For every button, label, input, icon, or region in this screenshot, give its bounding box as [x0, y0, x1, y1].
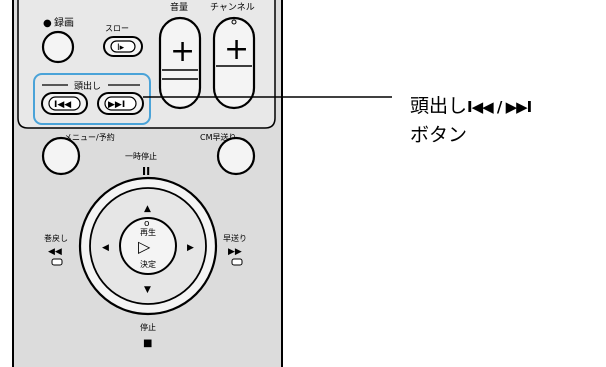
arrow-down-icon: ▼ — [144, 285, 151, 295]
dial-top-circle-icon: o — [144, 219, 150, 229]
callout-line-2: ボタン — [410, 124, 468, 146]
menu-reserve-button[interactable] — [41, 136, 81, 176]
volume-label: 音量 — [170, 1, 188, 13]
rewind-small-icon — [51, 258, 63, 266]
menu-reserve-label: メニュー/予約 — [64, 132, 115, 142]
record-button[interactable] — [41, 30, 75, 64]
slow-label: スロー — [105, 24, 129, 33]
prev-icon: I◀◀ — [54, 100, 71, 110]
cm-skip-button[interactable] — [216, 136, 256, 176]
slow-icon: I▸ — [117, 43, 125, 53]
volume-rocker[interactable] — [158, 16, 202, 110]
arrow-right-icon: ▶ — [187, 243, 194, 253]
center-play-button[interactable] — [119, 217, 177, 275]
channel-rocker[interactable] — [212, 16, 256, 110]
record-label: 録画 — [54, 16, 74, 29]
ff-small-icon — [231, 258, 243, 266]
callout-label: 頭出しI◀◀ / ▶▶I ボタン — [410, 92, 532, 149]
skip-group-highlight — [33, 73, 151, 125]
next-icon: ▶▶I — [108, 100, 125, 110]
next-button[interactable] — [97, 92, 144, 115]
arrow-left-icon: ◀ — [102, 243, 109, 253]
channel-label: チャンネル — [210, 2, 255, 13]
record-dot-icon: ● — [43, 18, 52, 29]
arrow-up-icon: ▲ — [144, 204, 151, 214]
ff-label: 早送り — [223, 233, 247, 243]
callout-line-1: 頭出しI◀◀ / ▶▶I — [410, 92, 532, 121]
stop-label: 停止 — [140, 322, 156, 332]
play-label: 再生 — [140, 227, 156, 237]
ff-arrows-icon: ▶▶ — [228, 247, 242, 257]
rewind-arrows-icon: ◀◀ — [48, 247, 62, 257]
stop-icon: ■ — [143, 338, 152, 349]
slow-button[interactable] — [103, 36, 143, 57]
prev-button[interactable] — [41, 92, 88, 115]
pause-icon: II — [142, 165, 150, 178]
confirm-label: 決定 — [140, 259, 156, 269]
pause-label: 一時停止 — [125, 151, 157, 161]
cm-skip-label: CM早送り — [200, 132, 237, 142]
play-triangle-icon: ▷ — [138, 237, 151, 256]
rewind-label: 巻戻し — [44, 233, 68, 243]
skip-group-label: 頭出し — [74, 80, 101, 92]
channel-plus-icon: + — [224, 32, 249, 67]
volume-plus-icon: + — [170, 34, 195, 69]
callout-symbols: I◀◀ / ▶▶I — [467, 98, 532, 116]
callout-text: 頭出し — [410, 95, 468, 117]
